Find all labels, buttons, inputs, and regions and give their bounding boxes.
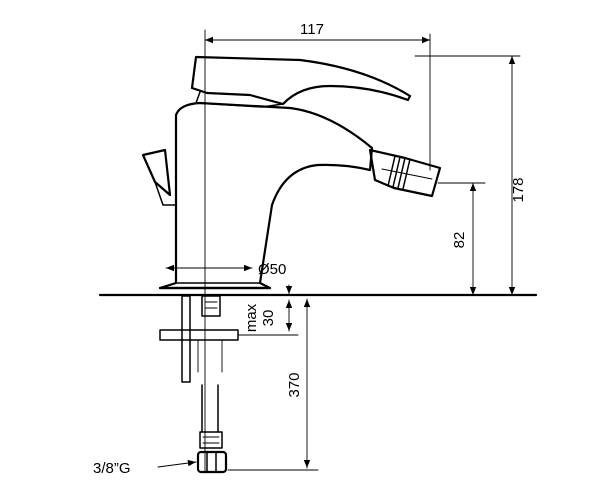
dim-base-diameter: Ø50 <box>258 261 286 278</box>
mounting-plate <box>159 329 239 373</box>
dim-overall-width: 117 <box>300 21 324 38</box>
aerator-nozzle <box>368 148 442 198</box>
connection-leader-line <box>157 459 197 468</box>
dim-overall-height: 178 <box>510 177 527 202</box>
dim-max-label: max <box>243 303 260 332</box>
faucet-body <box>158 101 374 290</box>
connection-thread-label: 3/8”G <box>93 460 131 477</box>
flexible-hose <box>199 384 223 449</box>
hose-nut <box>196 450 228 474</box>
lever-handle <box>190 55 412 108</box>
dim-hose-length: 370 <box>286 372 303 397</box>
pop-up-waste-knob <box>141 148 177 206</box>
dim-spout-height: 82 <box>451 232 468 249</box>
mounting-shank <box>181 295 221 383</box>
dim-max-thickness: 30 <box>260 310 277 327</box>
